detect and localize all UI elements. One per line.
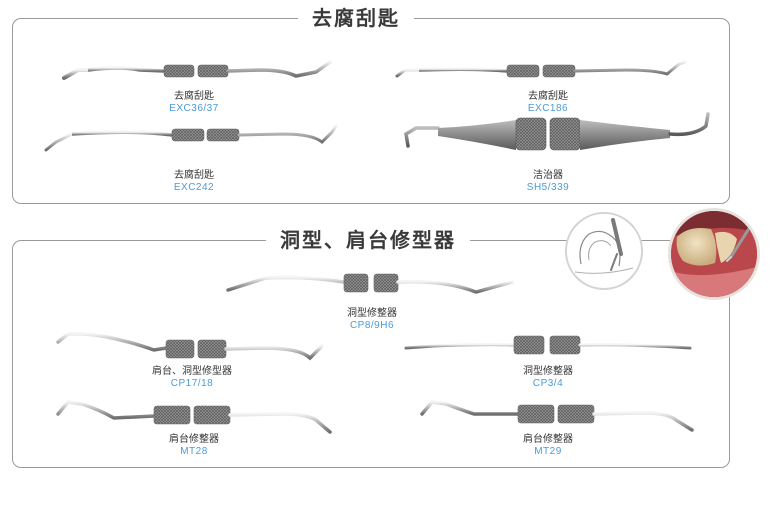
instrument-cp17-18-caption: 肩台、洞型修型器 CP17/18 (112, 366, 272, 390)
instrument-cp3-4-image (404, 335, 692, 355)
instrument-code: MT29 (534, 446, 562, 457)
instrument-name: 去腐刮匙 (174, 91, 214, 102)
instrument-exc242-caption: 去腐刮匙 EXC242 (114, 170, 274, 194)
instrument-code: CP17/18 (170, 378, 214, 389)
instrument-code: EXC242 (173, 182, 215, 193)
instrument-mt29-caption: 肩台修整器 MT29 (468, 434, 628, 458)
instrument-mt28-image (56, 400, 332, 434)
tooth-diagram-inset (565, 212, 643, 290)
instrument-cp3-4-caption: 洞型修整器 CP3/4 (468, 366, 628, 390)
instrument-exc36-37-image (62, 60, 332, 80)
instrument-name: 洞型修整器 (523, 366, 573, 377)
section-title-cavity-shoulder: 洞型、肩台修型器 (266, 228, 470, 252)
instrument-name: 肩台修整器 (169, 434, 219, 445)
instrument-code: CP8/9H6 (349, 320, 395, 331)
instrument-sh5-339-caption: 洁治器 SH5/339 (468, 170, 628, 194)
instrument-sh5-339-image (404, 112, 710, 151)
instrument-name: 洞型修整器 (347, 308, 397, 319)
instrument-code: CP3/4 (532, 378, 564, 389)
instrument-code: MT28 (180, 446, 208, 457)
instrument-code: EXC36/37 (169, 103, 219, 114)
instrument-name: 去腐刮匙 (528, 91, 568, 102)
instrument-exc242-image (44, 124, 338, 152)
tooth-sketch-icon (574, 218, 634, 274)
instrument-exc186-image (395, 60, 687, 78)
instrument-cp8-9h6-caption: 洞型修整器 CP8/9H6 (292, 308, 452, 332)
instrument-name: 肩台修整器 (523, 434, 573, 445)
instrument-exc36-37-caption: 去腐刮匙 EXC36/37 (114, 91, 274, 115)
instrument-exc186-caption: 去腐刮匙 EXC186 (468, 91, 628, 115)
clinical-photo-inset (668, 208, 760, 300)
section-title-excavators: 去腐刮匙 (298, 6, 414, 30)
tooth-photo-icon (671, 211, 757, 297)
instrument-mt29-image (420, 400, 694, 432)
instrument-cp17-18-image (56, 332, 324, 361)
instrument-code: SH5/339 (526, 182, 570, 193)
instrument-code: EXC186 (527, 103, 569, 114)
instrument-name: 洁治器 (533, 170, 563, 181)
instrument-cp8-9h6-image (226, 273, 514, 294)
instrument-name: 肩台、洞型修型器 (152, 366, 232, 377)
instrument-mt28-caption: 肩台修整器 MT28 (114, 434, 274, 458)
instrument-name: 去腐刮匙 (174, 170, 214, 181)
